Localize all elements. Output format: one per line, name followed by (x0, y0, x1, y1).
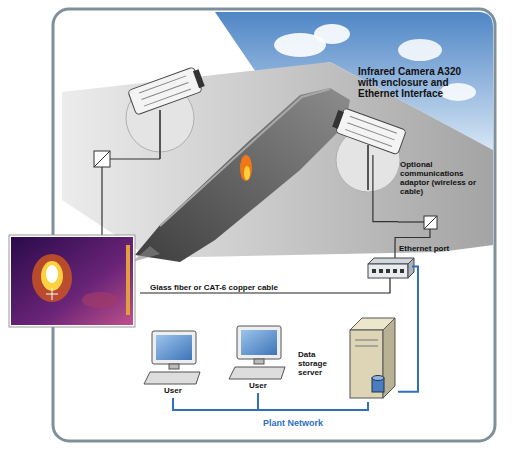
cloud (398, 39, 442, 61)
inset-pointer (132, 246, 160, 262)
thermal-image (11, 237, 133, 325)
user-pc: User (228, 322, 288, 393)
database-icon-top (372, 376, 384, 381)
comm-adaptor (94, 151, 110, 167)
node-text: User (228, 381, 288, 391)
heat-zone (41, 261, 63, 291)
switch-top (368, 258, 414, 264)
port (386, 269, 390, 273)
housing-fin (350, 116, 397, 133)
storage-server: Data storage server (298, 316, 398, 402)
wire (110, 158, 160, 159)
wire (398, 221, 424, 222)
node-text: Ethernet port (399, 244, 479, 253)
cable (140, 278, 390, 293)
wire (101, 167, 102, 238)
cable-label: Glass fiber or CAT-6 copper cable (150, 283, 370, 293)
keyboard (229, 367, 285, 379)
housing-fin (139, 76, 186, 93)
camera-lens (332, 110, 344, 129)
thermal-inset-frame (9, 235, 135, 327)
keyboard (144, 372, 200, 384)
housing-fin (345, 129, 392, 146)
network-link (258, 393, 368, 410)
drive-bay (355, 346, 378, 347)
network-link (395, 232, 430, 243)
network-link (398, 266, 418, 391)
housing-fin (142, 82, 189, 99)
screen (241, 330, 277, 355)
user-pc: User (143, 327, 203, 398)
comm-adaptor (424, 216, 437, 229)
camera-lens (193, 69, 205, 88)
ethernet-switch (368, 264, 408, 278)
housing-fin (144, 89, 191, 106)
hot-spot (46, 265, 58, 283)
edge-label: Plant Network (263, 418, 323, 428)
crosshair (52, 288, 53, 300)
node-text: Optional communications adaptor (wireles… (400, 160, 480, 196)
network-link (173, 393, 258, 410)
port (393, 269, 397, 273)
screen (156, 335, 192, 360)
camera-pole (367, 145, 369, 190)
ethernet-port: Ethernet port (365, 243, 412, 282)
camera-unit: Infrared Camera A320 with enclosure and … (330, 62, 495, 155)
adaptor-unit: Optional communications adaptor (wireles… (398, 158, 495, 232)
camera-pole (159, 110, 161, 159)
server-tower (350, 330, 383, 398)
camera-housing (128, 67, 203, 115)
fire (240, 155, 252, 181)
port (400, 269, 404, 273)
left-camera (128, 65, 206, 115)
monitor-stand (169, 364, 179, 369)
monitor (152, 331, 196, 364)
cloud (314, 24, 350, 44)
adaptor-mark (94, 151, 110, 167)
port (372, 269, 376, 273)
right-camera (331, 106, 407, 155)
heat-zone (82, 292, 118, 308)
network-link (373, 155, 398, 222)
node-text: Data storage server (298, 350, 346, 377)
adaptor-mark (424, 216, 437, 229)
drive-bay (355, 340, 378, 341)
node-text: Infrared Camera A320 with enclosure and … (358, 66, 476, 99)
housing-fin (347, 123, 394, 140)
node-text: User (143, 386, 203, 396)
monitor-stand (254, 359, 264, 364)
heat-zone (32, 254, 72, 302)
color-scale (126, 245, 130, 315)
server-side (383, 318, 395, 398)
switch-side (408, 258, 414, 278)
monitor (237, 326, 281, 359)
outer-frame (53, 9, 495, 441)
camera-housing (335, 108, 406, 155)
wire (429, 229, 430, 232)
port (379, 269, 383, 273)
fire-core (244, 166, 250, 180)
